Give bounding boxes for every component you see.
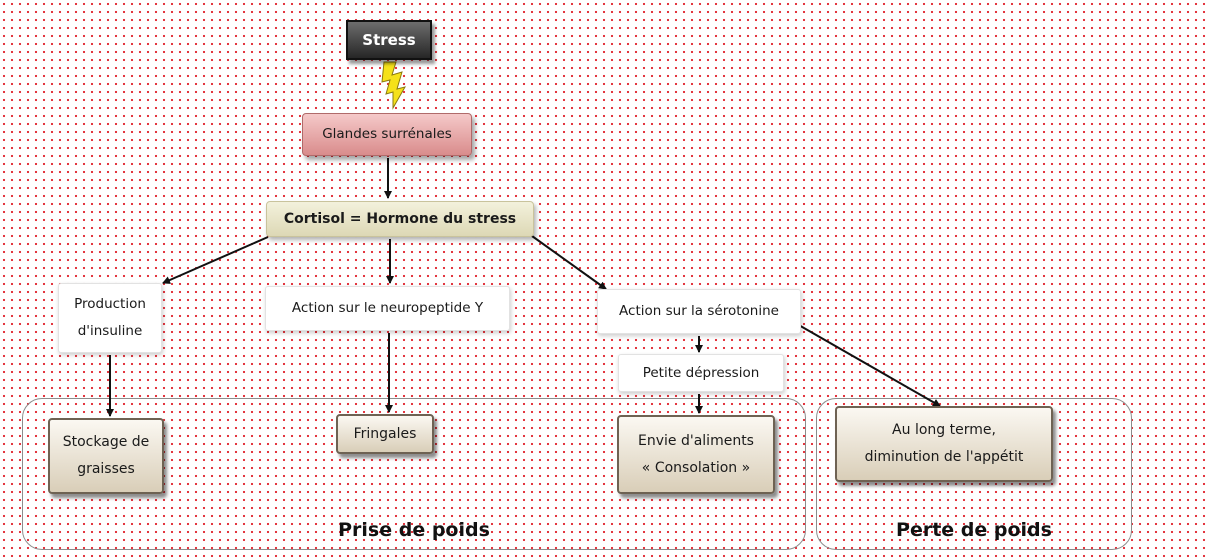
node-stress: Stress bbox=[346, 20, 432, 60]
edge-cortisol-serotonine bbox=[531, 235, 607, 290]
group-perte-de-poids: Perte de poids bbox=[816, 398, 1132, 550]
node-production-insuline: Production d'insuline bbox=[58, 283, 162, 353]
group-label-prise: Prise de poids bbox=[338, 519, 490, 541]
edge-cortisol-insuline bbox=[162, 236, 269, 284]
group-prise-de-poids: Prise de poids bbox=[22, 398, 806, 550]
node-cortisol: Cortisol = Hormone du stress bbox=[266, 201, 534, 237]
edge-serotonine-appetit bbox=[789, 319, 941, 407]
node-neuropeptide: Action sur le neuropeptide Y bbox=[265, 286, 510, 331]
node-diminution-appetit: Au long terme, diminution de l'appétit bbox=[835, 406, 1053, 482]
group-label-perte: Perte de poids bbox=[896, 519, 1052, 541]
node-fringales: Fringales bbox=[336, 414, 434, 454]
node-serotonine: Action sur la sérotonine bbox=[597, 289, 801, 334]
node-stockage-graisses: Stockage de graisses bbox=[48, 418, 164, 494]
node-glandes-surrenales: Glandes surrénales bbox=[302, 113, 472, 156]
node-petite-depression: Petite dépression bbox=[618, 354, 784, 392]
node-envie-aliments: Envie d'aliments « Consolation » bbox=[617, 415, 775, 494]
lightning-bolt-icon bbox=[381, 61, 407, 110]
